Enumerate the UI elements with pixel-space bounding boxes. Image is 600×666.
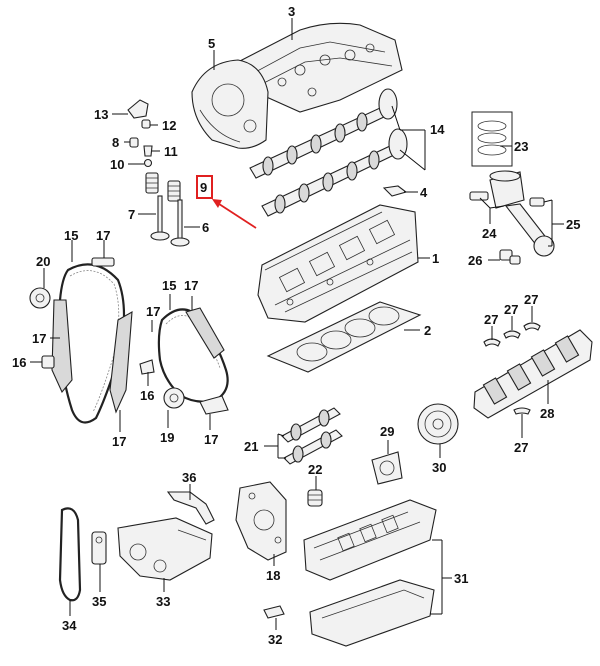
crank-seal[interactable]: [371, 451, 403, 485]
front-cover[interactable]: [235, 481, 287, 561]
callout-34: 34: [62, 618, 77, 633]
callout-12: 12: [162, 118, 176, 133]
callout-31: 31: [454, 571, 468, 586]
callout-17a: 17: [96, 228, 110, 243]
valve-keeper-8[interactable]: [129, 137, 139, 148]
callout-26: 26: [468, 253, 482, 268]
callout-6: 6: [202, 220, 209, 235]
callout-17f: 17: [204, 432, 218, 447]
balance-shaft-lower[interactable]: [283, 429, 343, 465]
valve-7[interactable]: [150, 195, 170, 241]
timing-cover[interactable]: [191, 59, 269, 149]
callout-17b: 17: [32, 331, 46, 346]
callout-7: 7: [128, 207, 135, 222]
belt-tensioner-35[interactable]: [91, 531, 107, 565]
leader-lines: [30, 18, 564, 630]
balance-shaft-upper[interactable]: [281, 407, 341, 443]
callout-16: 16: [12, 355, 26, 370]
head-bracket-4[interactable]: [382, 185, 408, 197]
callout-5: 5: [208, 36, 215, 51]
callout-14: 14: [430, 122, 445, 137]
callout-33: 33: [156, 594, 170, 609]
highlight-box[interactable]: [196, 175, 213, 199]
cylinder-head[interactable]: [257, 204, 419, 323]
callout-17e: 17: [146, 304, 160, 319]
callout-4: 4: [420, 185, 428, 200]
callout-17c: 17: [112, 434, 126, 449]
drive-belt-34[interactable]: [58, 507, 82, 602]
crank-pulley[interactable]: [417, 403, 459, 445]
rod-bolts-26[interactable]: [499, 249, 521, 265]
callout-21: 21: [244, 439, 258, 454]
oil-pickup-tube[interactable]: [166, 491, 215, 525]
chain-guide-middle[interactable]: [185, 307, 225, 359]
callout-28: 28: [540, 406, 554, 421]
callout-19: 19: [160, 430, 174, 445]
sprocket-20[interactable]: [29, 287, 51, 309]
callout-27d: 27: [514, 440, 528, 455]
oil-pan-lower[interactable]: [309, 579, 435, 647]
callout-32: 32: [268, 632, 282, 647]
chain-guide-right[interactable]: [109, 311, 133, 414]
callout-15b: 15: [162, 278, 176, 293]
callout-20: 20: [36, 254, 50, 269]
callout-17d: 17: [184, 278, 198, 293]
valve-cover[interactable]: [237, 22, 403, 113]
callout-labels: 3 5 13 12 8 11 10 9 7 6 14 4 1 2 15 17 2…: [12, 4, 580, 647]
camshaft-upper[interactable]: [249, 88, 398, 179]
oil-pan-upper[interactable]: [303, 499, 437, 581]
callout-36: 36: [182, 470, 196, 485]
bearing-shells[interactable]: [483, 322, 541, 415]
callout-25: 25: [566, 217, 580, 232]
valve-spring-set[interactable]: [145, 172, 181, 202]
tensioner-16b[interactable]: [139, 359, 155, 375]
callout-27b: 27: [504, 302, 518, 317]
piston-rings-box[interactable]: [471, 111, 513, 167]
callout-23: 23: [514, 139, 528, 154]
crankshaft[interactable]: [473, 329, 593, 419]
sprocket-19[interactable]: [163, 387, 185, 409]
callout-29: 29: [380, 424, 394, 439]
camshaft-lower[interactable]: [261, 128, 408, 217]
valve-6[interactable]: [170, 199, 190, 247]
highlight-arrow: [212, 199, 257, 229]
valve-bracket-13[interactable]: [127, 99, 149, 119]
oil-pump-gear-22[interactable]: [307, 489, 323, 507]
drain-bracket-32[interactable]: [263, 605, 285, 619]
piston[interactable]: [469, 170, 525, 209]
callout-13: 13: [94, 107, 108, 122]
callout-3: 3: [288, 4, 295, 19]
connecting-rod[interactable]: [504, 197, 555, 257]
head-gasket[interactable]: [266, 301, 422, 373]
callout-9: 9: [200, 180, 207, 195]
chain-top-guide[interactable]: [91, 257, 115, 267]
valve-stem-10[interactable]: [143, 158, 153, 168]
callout-35: 35: [92, 594, 106, 609]
callout-27c: 27: [524, 292, 538, 307]
callout-15: 15: [64, 228, 78, 243]
callout-2: 2: [424, 323, 431, 338]
callout-16b: 16: [140, 388, 154, 403]
callout-10: 10: [110, 157, 124, 172]
callout-18: 18: [266, 568, 280, 583]
valve-seal-11[interactable]: [143, 145, 153, 157]
callout-24: 24: [482, 226, 497, 241]
callout-8: 8: [112, 135, 119, 150]
chain-tensioner-17b[interactable]: [199, 395, 229, 415]
oil-pump[interactable]: [117, 517, 213, 581]
tensioner-16[interactable]: [41, 355, 55, 369]
callout-11: 11: [164, 144, 178, 159]
chain-guide-left[interactable]: [51, 299, 73, 394]
callout-22: 22: [308, 462, 322, 477]
callout-27a: 27: [484, 312, 498, 327]
valve-keeper-12[interactable]: [141, 119, 151, 129]
callout-30: 30: [432, 460, 446, 475]
callout-1: 1: [432, 251, 439, 266]
